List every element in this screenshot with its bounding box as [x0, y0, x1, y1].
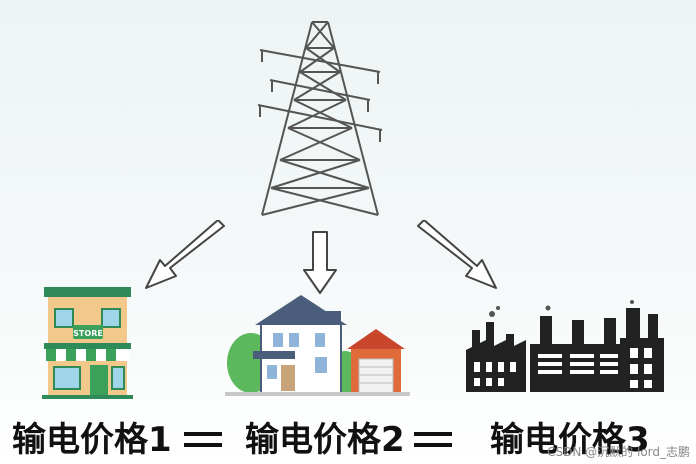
price-label-3: 输电价格3 — [490, 420, 650, 460]
equals-sign-1 — [184, 432, 222, 448]
price-label-2: 输电价格2 — [245, 420, 405, 460]
equals-sign-2 — [414, 432, 452, 448]
arrow-to-house — [303, 231, 337, 294]
arrow-to-factory — [417, 220, 497, 289]
arrow-to-store — [145, 220, 225, 289]
power-transmission-tower-icon — [257, 21, 383, 216]
factory-icon — [466, 300, 664, 392]
price-label-1: 输电价格1 — [12, 420, 172, 460]
svg-text:STORE: STORE — [73, 329, 103, 338]
store-icon: STORE — [42, 287, 133, 399]
house-icon — [225, 295, 410, 396]
watermark: CSDN @沉默的 lord_志鹏 — [547, 445, 690, 459]
